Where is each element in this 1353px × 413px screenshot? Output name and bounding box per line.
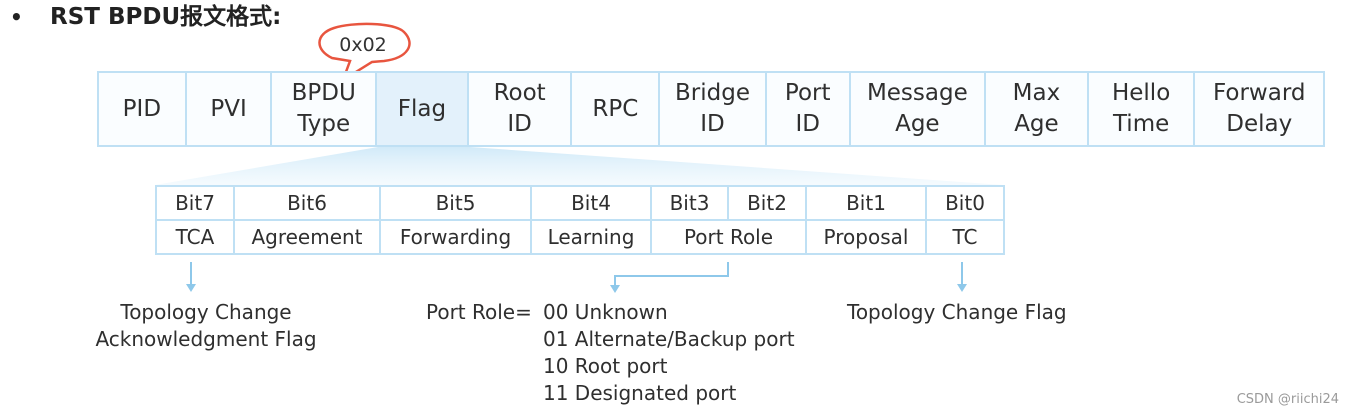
- field-bpdu-type: BPDU Type: [272, 73, 378, 145]
- title-text: RST BPDU报文格式:: [50, 4, 282, 30]
- field-flag: Flag: [377, 73, 469, 145]
- port-role-cell: Port Role: [650, 219, 807, 255]
- bit-row: Bit7 Bit6 Bit5 Bit4 Bit3 Bit2 Bit1 Bit0: [155, 185, 1005, 221]
- flag-expansion-wedge: [155, 147, 1003, 185]
- field-forward-delay: Forward Delay: [1212, 80, 1306, 137]
- field-max-age: Max Age: [986, 73, 1089, 145]
- bit3-cell: Bit3: [650, 185, 729, 221]
- port-role-arrow-line: [614, 262, 729, 287]
- bpdu-frame: PID PVI BPDU Type Flag Root ID RPC Bridg…: [97, 71, 1325, 147]
- field-root-id: Root ID: [469, 73, 573, 145]
- bit0-cell: Bit0: [925, 185, 1005, 221]
- tc-cell: TC: [925, 219, 1005, 255]
- tc-note: Topology Change Flag: [847, 300, 1067, 324]
- field-pvi: PVI: [187, 73, 273, 145]
- learning-cell: Learning: [530, 219, 652, 255]
- agreement-cell: Agreement: [233, 219, 381, 255]
- tc-arrow-head: [957, 284, 967, 292]
- field-message-age: Message Age: [851, 73, 987, 145]
- bit6-cell: Bit6: [233, 185, 381, 221]
- flag-bit-table: Bit7 Bit6 Bit5 Bit4 Bit3 Bit2 Bit1 Bit0 …: [155, 185, 1005, 255]
- tca-note: Topology Change Acknowledgment Flag: [95, 300, 317, 351]
- proposal-cell: Proposal: [805, 219, 927, 255]
- port-role-note-values: 00 Unknown 01 Alternate/Backup port 10 R…: [543, 300, 795, 405]
- bullet: •: [10, 5, 23, 29]
- meaning-row: TCA Agreement Forwarding Learning Port R…: [155, 219, 1005, 255]
- field-port-id: Port ID: [767, 73, 851, 145]
- tca-arrow-head: [186, 284, 196, 292]
- bit7-cell: Bit7: [155, 185, 235, 221]
- bit1-cell: Bit1: [805, 185, 927, 221]
- bit5-cell: Bit5: [379, 185, 532, 221]
- field-hello-time: Hello Time: [1089, 73, 1196, 145]
- page-title: • RST BPDU报文格式:: [10, 0, 281, 34]
- port-role-note-label: Port Role=: [426, 300, 532, 324]
- forwarding-cell: Forwarding: [379, 219, 532, 255]
- bit4-cell: Bit4: [530, 185, 652, 221]
- bit2-cell: Bit2: [727, 185, 807, 221]
- bpdu-type-callout: 0x02: [339, 34, 387, 56]
- port-role-arrow-head: [610, 285, 620, 293]
- field-pid: PID: [99, 73, 187, 145]
- field-bridge-id: Bridge ID: [660, 73, 767, 145]
- field-rpc: RPC: [572, 73, 661, 145]
- tca-cell: TCA: [155, 219, 235, 255]
- watermark: CSDN @riichi24: [1236, 392, 1339, 407]
